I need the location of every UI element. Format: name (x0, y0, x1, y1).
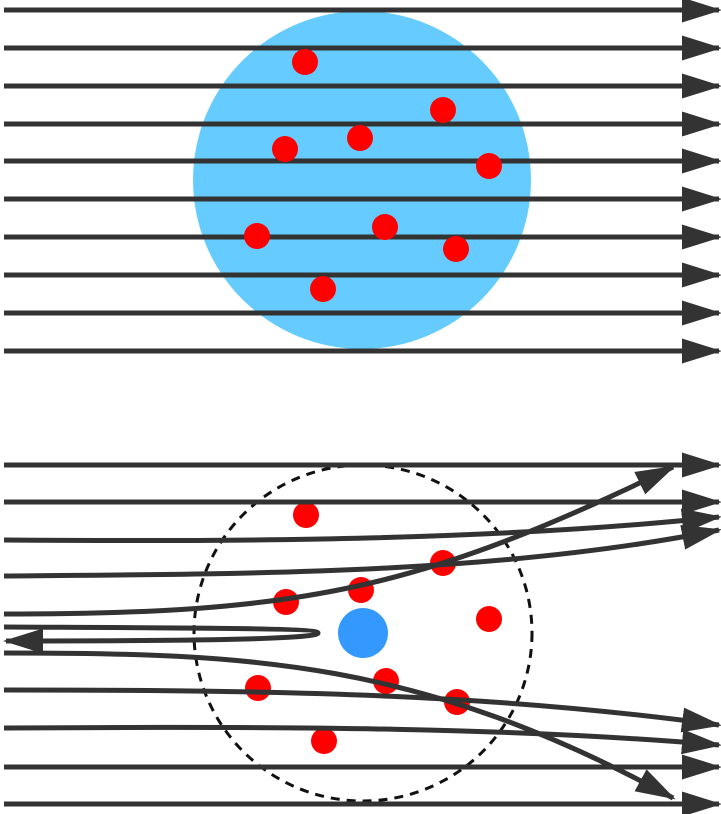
electron (311, 728, 337, 754)
rutherford-model-panel (3, 452, 721, 814)
electron (347, 125, 373, 151)
electron (244, 223, 270, 249)
alpha-particle-path (3, 687, 721, 733)
alpha-particle-beams (4, 0, 721, 364)
electron (443, 236, 469, 262)
electron (310, 276, 336, 302)
alpha-particle-path (3, 508, 721, 544)
alpha-particle-path (3, 624, 321, 654)
electron (245, 675, 271, 701)
alpha-particle-path (3, 650, 676, 801)
electron (292, 49, 318, 75)
electron (372, 214, 398, 240)
alpha-particle-path (3, 464, 676, 617)
electron (476, 606, 502, 632)
alpha-particle-path (3, 525, 721, 579)
atom-boundary-dashed (192, 463, 534, 803)
electron (430, 97, 456, 123)
thomson-model-panel (4, 0, 721, 364)
electron (476, 153, 502, 179)
electron (293, 502, 319, 528)
positive-sphere (193, 11, 531, 349)
electrons (244, 49, 502, 302)
nucleus (338, 608, 388, 658)
alpha-particle-path (3, 724, 721, 755)
alpha-particle-paths (3, 452, 721, 814)
electron (272, 136, 298, 162)
